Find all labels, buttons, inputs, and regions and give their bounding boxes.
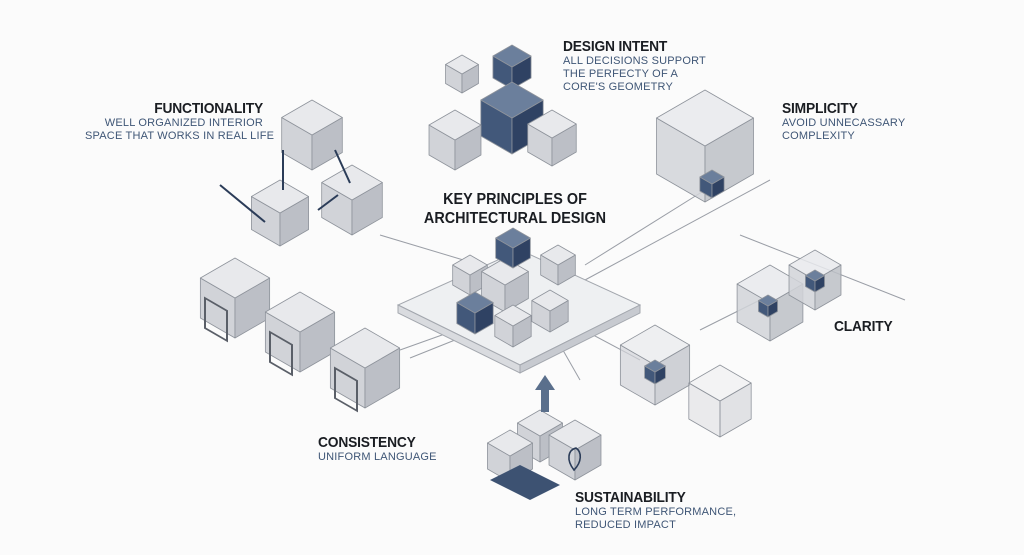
functionality-text: SPACE THAT WORKS IN REAL LIFE bbox=[85, 130, 275, 142]
flow-arrow bbox=[317, 194, 339, 211]
sustainability-text: LONG TERM PERFORMANCE, bbox=[575, 506, 737, 518]
cube bbox=[548, 419, 602, 451]
cube bbox=[494, 304, 532, 327]
title-line-1: KEY PRINCIPLES OF bbox=[443, 191, 587, 208]
frame-opening bbox=[269, 330, 293, 377]
simplicity-label: SIMPLICITY AVOID UNNECASSARY COMPLEXITY bbox=[782, 100, 905, 143]
clarity-label: CLARITY bbox=[834, 318, 898, 335]
design-intent-text: THE PERFECTY OF A bbox=[563, 68, 679, 80]
simplicity-text: AVOID UNNECASSARY bbox=[782, 117, 906, 129]
cube-accent bbox=[480, 81, 544, 119]
cube-accent bbox=[492, 44, 532, 68]
diagram-title: KEY PRINCIPLES OF ARCHITECTURAL DESIGN bbox=[421, 190, 610, 228]
cube bbox=[656, 89, 754, 147]
title-line-2: ARCHITECTURAL DESIGN bbox=[423, 210, 607, 227]
cube bbox=[688, 364, 752, 402]
cube bbox=[428, 109, 482, 141]
sustainability-text: REDUCED IMPACT bbox=[575, 519, 676, 531]
cube bbox=[487, 429, 533, 457]
consistency-text: UNIFORM LANGUAGE bbox=[318, 451, 437, 463]
functionality-heading: FUNCTIONALITY bbox=[154, 100, 263, 117]
frame-cube bbox=[329, 327, 401, 369]
base-slab bbox=[490, 465, 560, 500]
frame-cube bbox=[199, 257, 271, 299]
connector-line bbox=[379, 234, 471, 263]
cube bbox=[531, 289, 569, 312]
cube-accent bbox=[699, 169, 725, 185]
clarity-heading: CLARITY bbox=[834, 318, 893, 335]
up-arrow-icon bbox=[535, 375, 555, 412]
flow-arrow bbox=[334, 149, 351, 184]
cube bbox=[445, 54, 479, 75]
cube bbox=[540, 244, 576, 266]
connector-line bbox=[584, 179, 771, 281]
cube-accent bbox=[805, 269, 825, 282]
frame-opening bbox=[204, 296, 228, 343]
sustainability-heading: SUSTAINABILITY bbox=[575, 489, 686, 506]
cube bbox=[321, 164, 383, 201]
design-intent-text: CORE'S GEOMETRY bbox=[563, 81, 674, 93]
cube bbox=[517, 409, 563, 437]
design-intent-heading: DESIGN INTENT bbox=[563, 38, 668, 55]
consistency-heading: CONSISTENCY bbox=[318, 434, 416, 451]
cube bbox=[527, 109, 577, 139]
cube-accent bbox=[644, 359, 666, 373]
cube-accent bbox=[456, 291, 494, 314]
flow-arrow bbox=[219, 184, 266, 223]
cube bbox=[281, 99, 343, 136]
frame-cube bbox=[264, 291, 336, 333]
sustainability-label: SUSTAINABILITY LONG TERM PERFORMANCE, RE… bbox=[575, 489, 736, 532]
design-intent-label: DESIGN INTENT ALL DECISIONS SUPPORT THE … bbox=[563, 38, 706, 94]
cube bbox=[251, 179, 309, 214]
cube bbox=[452, 254, 488, 276]
functionality-label: FUNCTIONALITY WELL ORGANIZED INTERIOR SP… bbox=[85, 100, 275, 143]
design-intent-text: ALL DECISIONS SUPPORT bbox=[563, 55, 706, 67]
cube-accent bbox=[495, 227, 531, 249]
platform-edge bbox=[519, 304, 641, 374]
cube-accent bbox=[758, 294, 778, 307]
functionality-text: WELL ORGANIZED INTERIOR bbox=[104, 117, 263, 129]
frame-opening bbox=[334, 366, 358, 413]
cube bbox=[481, 257, 529, 286]
simplicity-heading: SIMPLICITY bbox=[782, 100, 858, 117]
consistency-label: CONSISTENCY UNIFORM LANGUAGE bbox=[318, 434, 437, 464]
leaf-icon bbox=[568, 447, 582, 472]
connector-line bbox=[584, 189, 706, 266]
simplicity-text: COMPLEXITY bbox=[782, 130, 855, 142]
